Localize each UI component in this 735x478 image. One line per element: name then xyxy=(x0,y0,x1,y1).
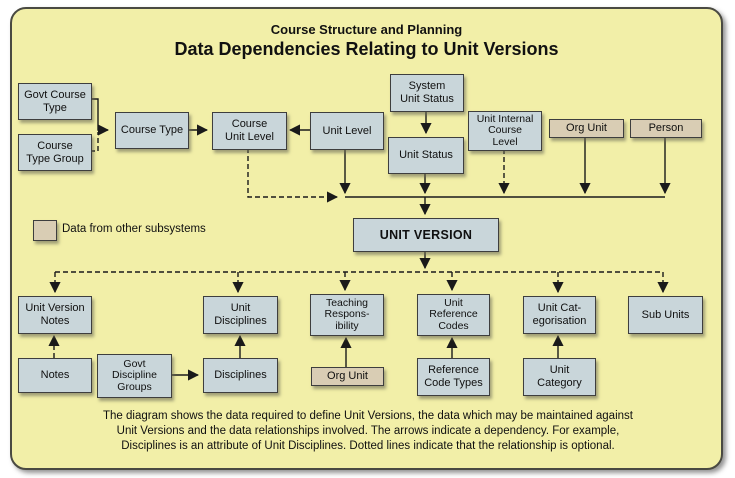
diagram-footnote: The diagram shows the data required to d… xyxy=(103,410,633,452)
node-notes: Notes xyxy=(18,358,92,393)
legend-external-swatch xyxy=(33,220,57,241)
node-sub-units: Sub Units xyxy=(628,296,703,334)
node-unit-status: Unit Status xyxy=(388,137,464,174)
legend-label: Data from other subsystems xyxy=(62,223,206,235)
node-course-type-group: Course Type Group xyxy=(18,134,92,171)
diagram-subtitle: Course Structure and Planning xyxy=(270,22,463,37)
node-unit-version: UNIT VERSION xyxy=(353,218,499,252)
node-unit-version-notes: Unit Version Notes xyxy=(18,296,92,334)
node-person: Person xyxy=(630,119,702,138)
node-teaching-responsibility: Teaching Respons- ibility xyxy=(310,294,384,336)
node-disciplines: Disciplines xyxy=(203,358,278,393)
node-course-unit-level: Course Unit Level xyxy=(212,112,287,150)
node-unit-level: Unit Level xyxy=(310,112,384,150)
node-unit-categorisation: Unit Cat- egorisation xyxy=(523,296,596,334)
node-reference-code-types: Reference Code Types xyxy=(417,358,490,396)
node-govt-discipline-groups: Govt Discipline Groups xyxy=(97,354,172,398)
node-govt-course-type: Govt Course Type xyxy=(18,83,92,120)
diagram-title: Data Dependencies Relating to Unit Versi… xyxy=(174,39,559,59)
node-system-unit-status: System Unit Status xyxy=(390,74,464,112)
node-unit-internal-course-level: Unit Internal Course Level xyxy=(468,111,542,151)
node-org-unit-top: Org Unit xyxy=(549,119,624,138)
node-course-type: Course Type xyxy=(115,112,189,149)
node-unit-disciplines: Unit Disciplines xyxy=(203,296,278,334)
node-unit-reference-codes: Unit Reference Codes xyxy=(417,294,490,336)
node-org-unit-bottom: Org Unit xyxy=(311,367,384,386)
node-unit-category: Unit Category xyxy=(523,358,596,396)
